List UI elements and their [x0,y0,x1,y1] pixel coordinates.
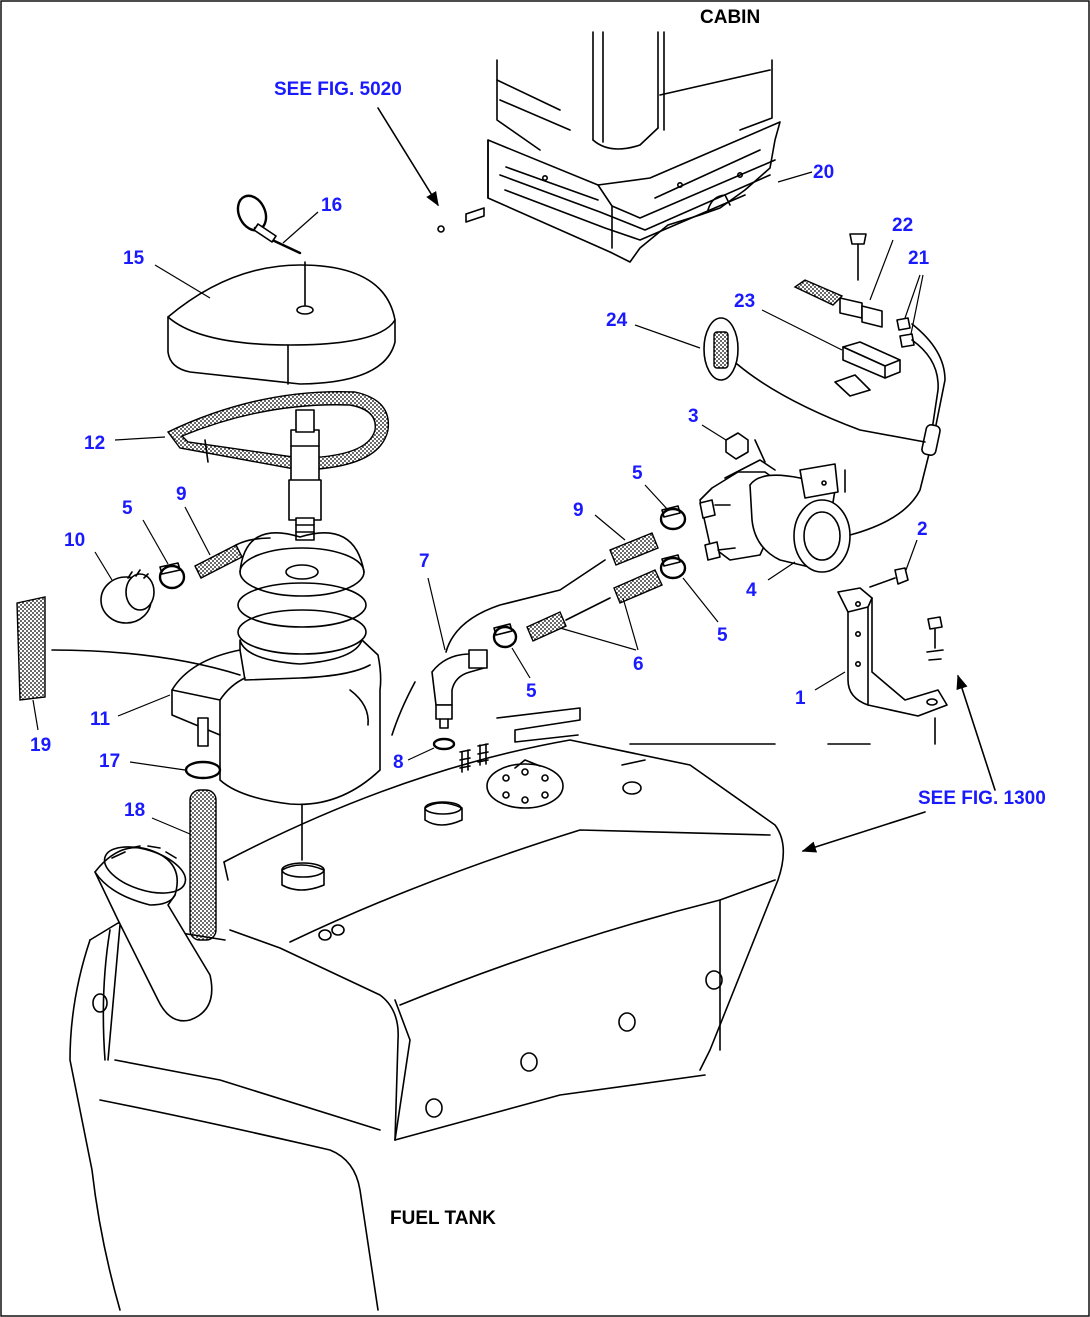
gasket-12 [114,390,390,471]
callout-17[interactable]: 17 [99,751,120,772]
callout-8[interactable]: 8 [393,752,404,773]
cover-15 [154,261,396,385]
pin-16 [236,194,319,255]
callout-5-upper[interactable]: 5 [632,463,643,484]
cap-10 [94,551,155,624]
filter-11 [51,532,416,861]
callout-9-right[interactable]: 9 [573,500,584,521]
clamp-5-left [142,519,186,590]
callout-6[interactable]: 6 [633,654,644,675]
fuse-24 [634,317,926,443]
washer-8 [407,737,456,761]
callout-10[interactable]: 10 [64,530,85,551]
callout-21[interactable]: 21 [908,248,930,269]
callout-24[interactable]: 24 [606,310,628,331]
bolt-2 [869,539,918,588]
terminal-21 [849,274,946,536]
callout-18[interactable]: 18 [124,800,145,821]
callout-12[interactable]: 12 [84,433,105,454]
callout-3[interactable]: 3 [688,406,699,427]
connector-22 [793,239,894,328]
see-fig-1300-link[interactable]: SEE FIG. 1300 [918,788,1046,809]
see-fig-5020-link[interactable]: SEE FIG. 5020 [274,79,402,100]
hose-6 [526,569,663,651]
callout-4[interactable]: 4 [746,580,757,601]
fig-1300-reference [629,674,996,853]
callout-9-left[interactable]: 9 [176,484,187,505]
fuel-tank [69,707,785,1311]
cabin-label: CABIN [700,7,760,28]
bolt-right [926,616,944,661]
pump-4 [699,459,851,581]
bracket-1 [814,587,948,717]
strip-19 [16,596,46,731]
callout-20[interactable]: 20 [813,162,834,183]
clamp-5-right [659,554,719,623]
callout-19[interactable]: 19 [30,735,51,756]
bracket-20 [487,121,813,263]
callout-5-left[interactable]: 5 [122,498,133,519]
callout-22[interactable]: 22 [892,215,913,236]
relay-23 [761,309,901,397]
fig-5020-reference [377,107,485,233]
hose-9-right [594,514,659,566]
filter-shaft [288,409,322,541]
callout-11[interactable]: 11 [90,709,111,730]
clamp-5-lower [492,623,531,679]
fuel-tank-label: FUEL TANK [390,1208,496,1229]
callout-23[interactable]: 23 [734,291,755,312]
elbow-7 [427,559,606,729]
callout-7[interactable]: 7 [419,551,430,572]
callout-15[interactable]: 15 [123,248,145,269]
nut-3 [701,424,766,463]
clip-17 [129,760,222,780]
cabin-structure [496,31,773,151]
hose-18 [151,789,217,941]
screw-22 [849,233,867,281]
callout-5-right[interactable]: 5 [717,625,728,646]
hose-9-left [184,506,271,579]
clamp-5-upper [644,484,687,531]
callout-16[interactable]: 16 [321,195,342,216]
callout-5-lower[interactable]: 5 [526,681,537,702]
callout-1[interactable]: 1 [795,688,806,709]
callout-2[interactable]: 2 [917,519,928,540]
